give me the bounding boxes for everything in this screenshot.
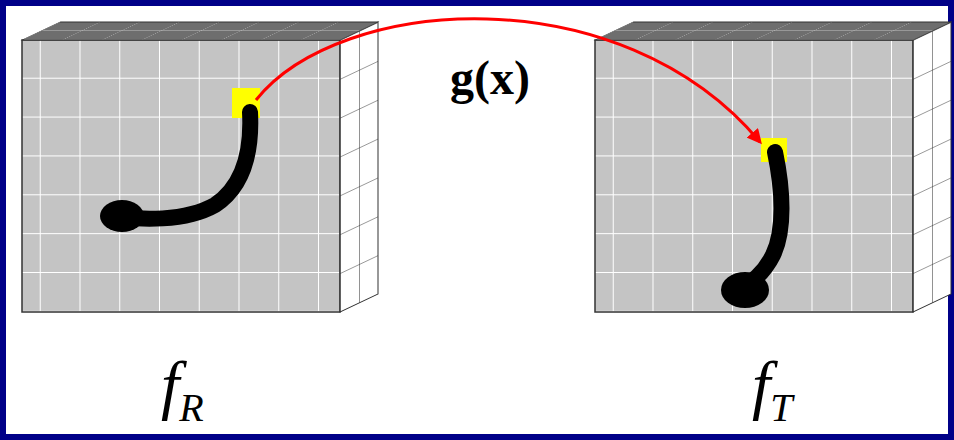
function-symbol: f (752, 348, 770, 421)
volume-name: fT (752, 352, 793, 428)
mapping-label: g(x) (446, 54, 534, 102)
mapping-arrow (256, 19, 760, 142)
volume-name: fR (161, 352, 204, 428)
function-symbol: f (161, 348, 179, 421)
reference-volume (22, 22, 378, 312)
target-volume (595, 22, 951, 312)
subscript: R (179, 385, 203, 430)
subscript: T (770, 385, 792, 430)
